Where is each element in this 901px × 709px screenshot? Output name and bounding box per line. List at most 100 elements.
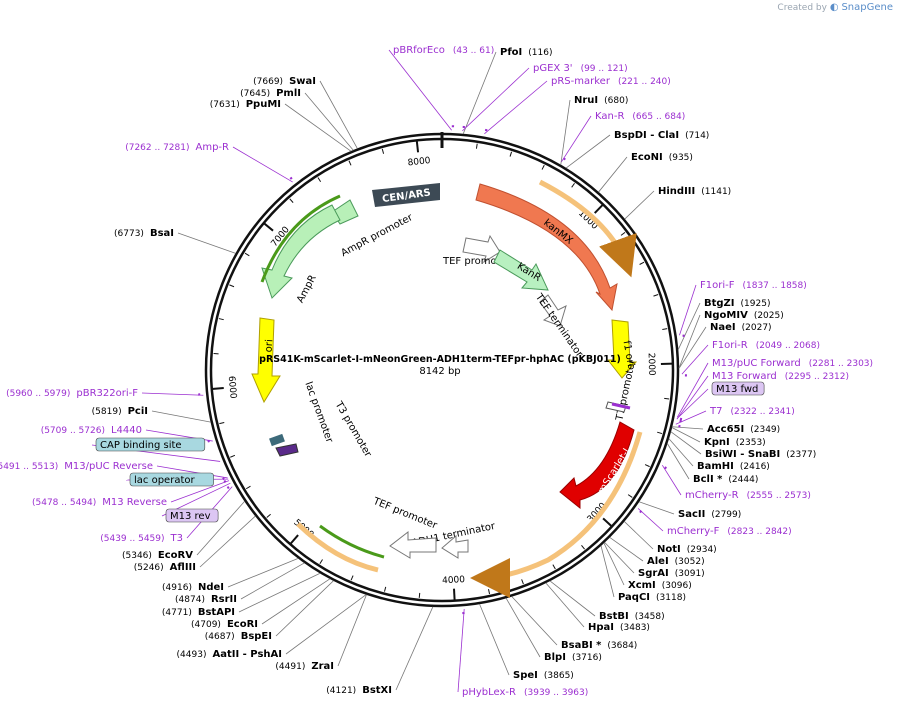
leader-line [479,603,510,676]
enzyme-site-label[interactable]: (4916)NdeI [162,582,224,593]
enzyme-site-label[interactable]: (7645)PmlI [240,88,301,99]
primer-label[interactable]: mCherry-R(2555 .. 2573) [685,490,811,501]
leader-line [676,388,709,419]
tef-promoter-2-feature [389,530,437,559]
feature-box-label: M13 rev [170,511,211,522]
tef-terminator-label: TEF terminator [532,291,585,360]
primer-mark [289,176,293,180]
minor-tick [662,328,668,331]
leader-line [666,443,690,480]
enzyme-site-label[interactable]: BsaBI *(3684) [561,640,637,651]
minor-tick [317,177,322,183]
enzyme-site-label[interactable]: SgrAI(3091) [638,568,705,579]
enzyme-site-label[interactable]: (4121)BstXI [326,685,392,696]
feature-box-label: lac operator [134,475,195,486]
enzyme-site-label[interactable]: (7631)PpuMI [210,99,281,110]
leader-line [604,542,635,574]
enzyme-site-label[interactable]: BsiWI - SnaBI(2377) [705,449,816,460]
primer-label[interactable]: (5709 .. 5726)L4440 [41,425,142,436]
enzyme-site-label[interactable]: BclI *(2444) [693,474,758,485]
minor-tick [381,148,385,154]
primer-label[interactable]: (5439 .. 5459)T3 [100,533,183,544]
enzyme-site-label[interactable]: BstBI(3458) [599,611,665,622]
leader-line [561,115,592,163]
adh1-terminator-feature [441,534,469,559]
enzyme-site-label[interactable]: (5346)EcoRV [122,550,193,561]
enzyme-site-label[interactable]: (4493)AatII - PshAI [177,649,282,660]
enzyme-site-label[interactable]: Acc65I(2349) [707,424,780,435]
enzyme-site-label[interactable]: XcmI(3096) [628,580,692,591]
enzyme-site-label[interactable]: (4687)BspEI [205,631,272,642]
enzyme-site-label[interactable]: (4771)BstAPI [162,607,235,618]
enzyme-site-label[interactable]: SpeI(3865) [513,670,574,681]
primer-label[interactable]: M13 Forward(2295 .. 2312) [712,371,849,382]
primer-label[interactable]: F1ori-R(2049 .. 2068) [712,340,820,351]
lac-feature-arrow [275,443,299,457]
primer-label[interactable]: (5478 .. 5494)M13 Reverse [32,497,167,508]
primer-label[interactable]: mCherry-F(2823 .. 2842) [667,526,792,537]
tef-promoter-label: TEF promoter [442,256,512,267]
leader-line [624,190,655,220]
leader-line [156,465,228,479]
primer-label[interactable]: (7262 .. 7281)Amp-R [125,142,229,153]
enzyme-site-label[interactable]: HpaI(3483) [588,622,650,633]
enzyme-site-label[interactable]: (5246)AflIII [134,562,196,573]
feature-box [165,508,219,523]
enzyme-site-label[interactable]: NotI(2934) [657,544,717,555]
tick-label: 4000 [442,575,466,586]
feature-box [711,381,765,396]
primer-label[interactable]: pGEX 3'(99 .. 121) [533,63,628,74]
enzyme-site-label[interactable]: (6773)BsaI [114,228,174,239]
primer-label[interactable]: F1ori-F(1837 .. 1858) [700,280,807,291]
leader-line [462,51,497,135]
enzyme-site-label[interactable]: NgoMIV(2025) [704,310,784,321]
leader-line [304,92,354,151]
lac-feature-block [269,433,285,447]
major-tick [211,386,224,390]
primer-label[interactable]: T7(2322 .. 2341) [709,406,795,417]
enzyme-site-label[interactable]: (5819)PciI [92,406,148,417]
primer-mark [207,439,210,443]
leader-line [285,594,367,655]
leader-line [261,578,331,625]
leader-line [677,302,701,350]
kanmx-primer-band [538,179,637,278]
minor-tick [266,513,271,518]
primer-label[interactable]: Kan-R(665 .. 684) [595,111,685,122]
leader-line [238,572,321,613]
enzyme-site-label[interactable]: (7669)SwaI [253,76,316,87]
enzyme-site-label[interactable]: (4874)RsrII [175,594,237,605]
enzyme-site-label[interactable]: BamHI(2416) [697,461,770,472]
minor-tick [639,261,645,265]
snapgene-logo-icon: ◐ [829,2,839,13]
enzyme-site-label[interactable]: SacII(2799) [678,509,741,520]
enzyme-site-label[interactable]: (4491)ZraI [275,661,334,672]
enzyme-site-label[interactable]: KpnI(2353) [704,437,766,448]
leader-line [671,427,701,443]
leader-line [388,49,452,131]
enzyme-site-label[interactable]: EcoNI(935) [631,152,693,163]
leader-line [337,594,367,667]
enzyme-site-label[interactable]: HindIII(1141) [658,186,731,197]
enzyme-site-label[interactable]: PaqCI(3118) [618,592,686,603]
feature-box [129,472,214,487]
enzyme-site-label[interactable]: NruI(680) [574,95,628,106]
primer-label[interactable]: (5491 .. 5513)M13/pUC Reverse [0,461,153,472]
enzyme-site-label[interactable]: BlpI(3716) [544,652,602,663]
primer-label[interactable]: (5960 .. 5979)pBR322ori-F [6,388,138,399]
primer-label[interactable]: M13/pUC Forward(2281 .. 2303) [712,358,873,369]
enzyme-site-label[interactable]: (4709)EcoRI [191,619,258,630]
enzyme-site-label[interactable]: AleI(3052) [647,556,705,567]
primer-label[interactable]: pRS-marker(221 .. 240) [551,76,671,87]
enzyme-site-label[interactable]: PfoI(116) [500,47,552,58]
leader-line [675,410,707,425]
enzyme-site-label[interactable]: BspDI - ClaI(714) [614,130,709,141]
minor-tick [350,575,354,581]
primer-label[interactable]: pHybLex-R(3939 .. 3963) [462,687,588,698]
enzyme-site-label[interactable]: NaeI(2027) [710,322,772,333]
leader-line [484,80,548,135]
enzyme-site-label[interactable]: BtgZI(1925) [704,298,770,309]
plasmid-length: 8142 bp [419,366,460,377]
primer-label[interactable]: pBRforEco(43 .. 61) [393,45,494,56]
